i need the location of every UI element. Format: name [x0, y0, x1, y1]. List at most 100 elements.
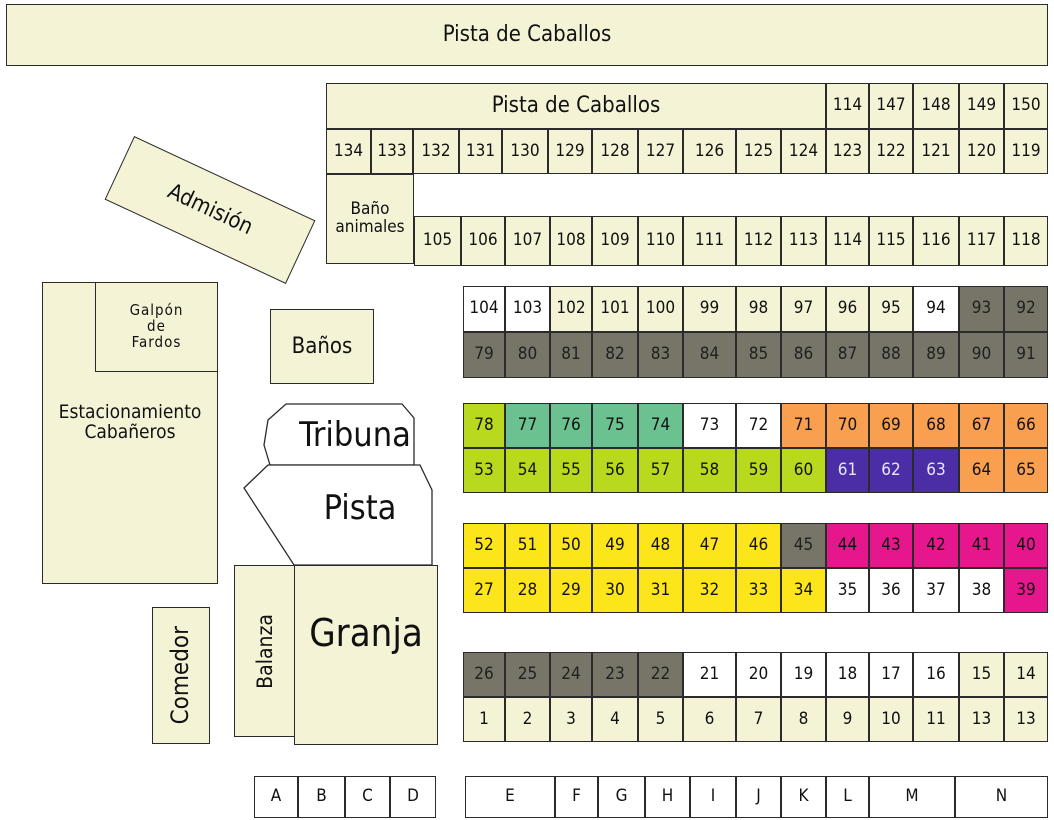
- stall-99[interactable]: 99: [683, 286, 736, 332]
- sector-n[interactable]: N: [955, 776, 1048, 818]
- stall-109[interactable]: 109: [592, 216, 638, 266]
- stall-30[interactable]: 30: [592, 568, 638, 613]
- stall-16[interactable]: 16: [913, 652, 959, 697]
- stall-22[interactable]: 22: [638, 652, 683, 697]
- stall-127[interactable]: 127: [638, 129, 683, 174]
- stall-69[interactable]: 69: [869, 403, 913, 448]
- stall-112[interactable]: 112: [736, 216, 781, 266]
- stall-71[interactable]: 71: [781, 403, 826, 448]
- stall-78[interactable]: 78: [463, 403, 505, 448]
- stall-11[interactable]: 11: [913, 697, 959, 742]
- stall-76[interactable]: 76: [550, 403, 592, 448]
- stall-96[interactable]: 96: [826, 286, 869, 332]
- stall-39[interactable]: 39: [1004, 568, 1048, 613]
- sector-l[interactable]: L: [826, 776, 869, 818]
- stall-21[interactable]: 21: [683, 652, 736, 697]
- stall-85[interactable]: 85: [736, 332, 781, 378]
- stall-54[interactable]: 54: [505, 448, 550, 493]
- stall-60[interactable]: 60: [781, 448, 826, 493]
- stall-55[interactable]: 55: [550, 448, 592, 493]
- stall-133[interactable]: 133: [371, 129, 413, 174]
- stall-95[interactable]: 95: [869, 286, 913, 332]
- stall-5[interactable]: 5: [638, 697, 683, 742]
- stall-45[interactable]: 45: [781, 523, 826, 568]
- stall-147[interactable]: 147: [869, 83, 913, 129]
- sector-g[interactable]: G: [598, 776, 645, 818]
- stall-13[interactable]: 13: [1004, 697, 1048, 742]
- stall-121[interactable]: 121: [913, 129, 959, 174]
- stall-94[interactable]: 94: [913, 286, 959, 332]
- stall-18[interactable]: 18: [826, 652, 869, 697]
- stall-37[interactable]: 37: [913, 568, 959, 613]
- stall-52[interactable]: 52: [463, 523, 505, 568]
- stall-64[interactable]: 64: [959, 448, 1004, 493]
- stall-118[interactable]: 118: [1004, 216, 1048, 266]
- stall-130[interactable]: 130: [502, 129, 548, 174]
- sector-j[interactable]: J: [736, 776, 781, 818]
- stall-14[interactable]: 14: [1004, 652, 1048, 697]
- stall-57[interactable]: 57: [638, 448, 683, 493]
- stall-9[interactable]: 9: [826, 697, 869, 742]
- stall-23[interactable]: 23: [592, 652, 638, 697]
- stall-67[interactable]: 67: [959, 403, 1004, 448]
- sector-d[interactable]: D: [390, 776, 436, 818]
- stall-117[interactable]: 117: [959, 216, 1004, 266]
- stall-36[interactable]: 36: [869, 568, 913, 613]
- stall-41[interactable]: 41: [959, 523, 1004, 568]
- stall-122[interactable]: 122: [869, 129, 913, 174]
- stall-77[interactable]: 77: [505, 403, 550, 448]
- stall-48[interactable]: 48: [638, 523, 683, 568]
- stall-90[interactable]: 90: [959, 332, 1004, 378]
- sector-m[interactable]: M: [869, 776, 955, 818]
- stall-3[interactable]: 3: [550, 697, 592, 742]
- stall-125[interactable]: 125: [736, 129, 781, 174]
- stall-84[interactable]: 84: [683, 332, 736, 378]
- stall-28[interactable]: 28: [505, 568, 550, 613]
- stall-75[interactable]: 75: [592, 403, 638, 448]
- stall-2[interactable]: 2: [505, 697, 550, 742]
- stall-56[interactable]: 56: [592, 448, 638, 493]
- stall-25[interactable]: 25: [505, 652, 550, 697]
- sector-a[interactable]: A: [254, 776, 298, 818]
- stall-44[interactable]: 44: [826, 523, 869, 568]
- stall-87[interactable]: 87: [826, 332, 869, 378]
- stall-103[interactable]: 103: [505, 286, 550, 332]
- stall-8[interactable]: 8: [781, 697, 826, 742]
- stall-33[interactable]: 33: [736, 568, 781, 613]
- stall-59[interactable]: 59: [736, 448, 781, 493]
- stall-65[interactable]: 65: [1004, 448, 1048, 493]
- stall-97[interactable]: 97: [781, 286, 826, 332]
- stall-17[interactable]: 17: [869, 652, 913, 697]
- stall-42[interactable]: 42: [913, 523, 959, 568]
- stall-49[interactable]: 49: [592, 523, 638, 568]
- stall-10[interactable]: 10: [869, 697, 913, 742]
- stall-46[interactable]: 46: [736, 523, 781, 568]
- stall-58[interactable]: 58: [683, 448, 736, 493]
- stall-4[interactable]: 4: [592, 697, 638, 742]
- stall-91[interactable]: 91: [1004, 332, 1048, 378]
- sector-i[interactable]: I: [690, 776, 736, 818]
- stall-29[interactable]: 29: [550, 568, 592, 613]
- stall-132[interactable]: 132: [413, 129, 459, 174]
- stall-113[interactable]: 113: [781, 216, 826, 266]
- sector-c[interactable]: C: [345, 776, 390, 818]
- stall-114[interactable]: 114: [826, 83, 869, 129]
- stall-86[interactable]: 86: [781, 332, 826, 378]
- stall-72[interactable]: 72: [736, 403, 781, 448]
- stall-83[interactable]: 83: [638, 332, 683, 378]
- stall-13[interactable]: 13: [959, 697, 1004, 742]
- stall-35[interactable]: 35: [826, 568, 869, 613]
- sector-h[interactable]: H: [645, 776, 690, 818]
- stall-107[interactable]: 107: [505, 216, 550, 266]
- stall-129[interactable]: 129: [548, 129, 592, 174]
- stall-66[interactable]: 66: [1004, 403, 1048, 448]
- stall-61[interactable]: 61: [826, 448, 869, 493]
- stall-79[interactable]: 79: [463, 332, 505, 378]
- stall-106[interactable]: 106: [461, 216, 505, 266]
- stall-40[interactable]: 40: [1004, 523, 1048, 568]
- stall-82[interactable]: 82: [592, 332, 638, 378]
- stall-68[interactable]: 68: [913, 403, 959, 448]
- stall-105[interactable]: 105: [414, 216, 461, 266]
- stall-150[interactable]: 150: [1004, 83, 1048, 129]
- stall-73[interactable]: 73: [683, 403, 736, 448]
